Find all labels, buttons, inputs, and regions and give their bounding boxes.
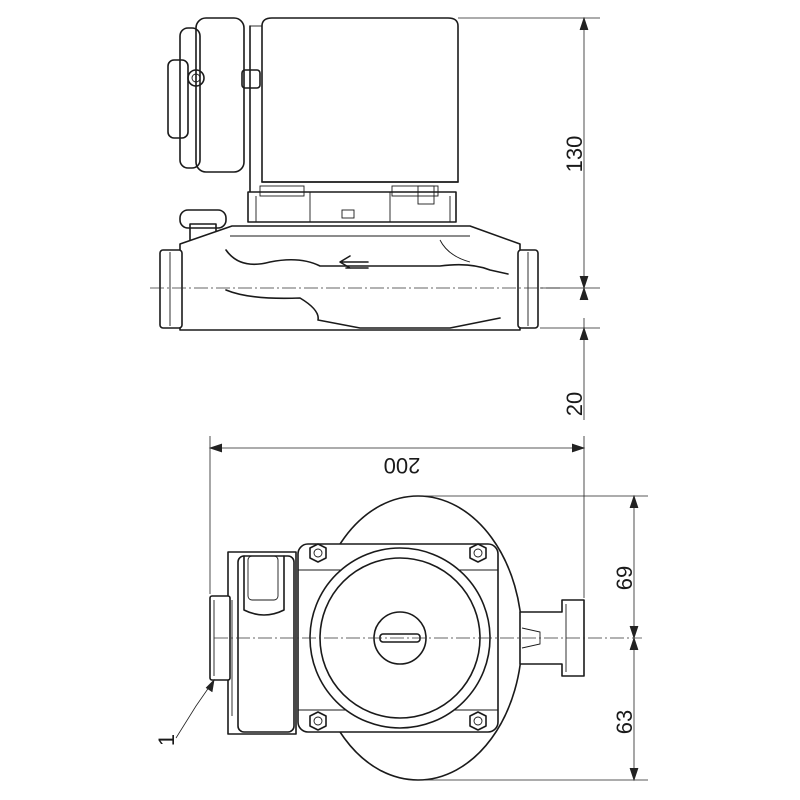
callout-label-1: 1 [154,734,179,746]
top-view [209,495,642,781]
flow-direction-arrow [339,255,369,269]
side-view-dimensions [458,16,600,420]
terminal-box-top [227,551,297,735]
flange-bolt-top-right [469,543,487,563]
top-view-dimensions [175,436,648,782]
motor-head [249,17,459,201]
dimension-right-lower: 63 [612,710,637,734]
flange-bolt-bottom-left [309,711,327,731]
dimension-height-top: 130 [562,136,587,173]
outlet-port [517,249,539,329]
side-view [150,17,560,331]
flange-bolt-bottom-right [469,711,487,731]
pump-housing [179,225,521,331]
inlet-port [159,249,183,329]
motor-flange [247,185,457,223]
dimension-height-bottom: 20 [562,392,587,416]
terminal-box [167,17,261,173]
dimension-right-upper: 69 [612,566,637,590]
flange-bolt-top-left [309,543,327,563]
dimension-width: 200 [384,453,421,478]
